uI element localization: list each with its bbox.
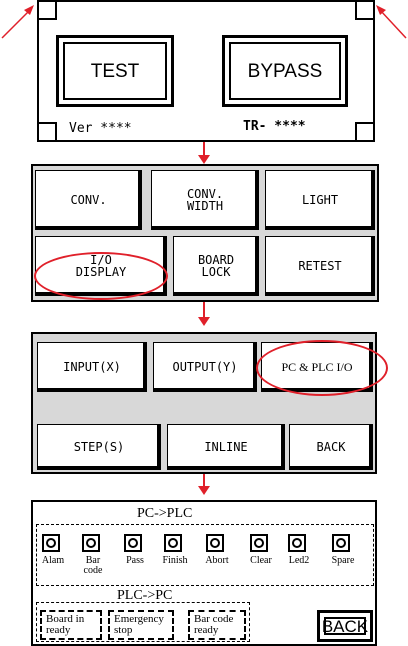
- flow-arrow-1-line: [203, 142, 205, 156]
- conv-width-button-label: CONV. WIDTH: [187, 188, 223, 212]
- io-display-button[interactable]: I/O DISPLAY: [35, 236, 167, 296]
- status-lamp: [42, 534, 60, 552]
- corner-marker-bottom-left[interactable]: [37, 122, 57, 142]
- status-lamp: [164, 534, 182, 552]
- flow-arrow-3-head: [198, 486, 210, 495]
- status-lamp-label: Spare: [323, 556, 363, 566]
- light-button-label: LIGHT: [302, 194, 338, 206]
- step-s-button[interactable]: STEP(S): [37, 424, 161, 470]
- conv-button[interactable]: CONV.: [35, 170, 142, 230]
- flow-arrow-2-line: [203, 302, 205, 318]
- menu-screen-panel: CONV. CONV. WIDTH LIGHT I/O DISPLAY BOAR…: [31, 164, 379, 302]
- inline-button-label: INLINE: [204, 441, 247, 453]
- corner-annotation-arrows: [0, 0, 408, 80]
- status-lamp-label: Bar code: [73, 556, 113, 576]
- back-button[interactable]: BACK: [289, 424, 373, 470]
- status-lamp-label: Finish: [155, 556, 195, 566]
- light-button[interactable]: LIGHT: [265, 170, 375, 230]
- back-button-label: BACK: [317, 441, 346, 453]
- status-lamp-label: Pass: [115, 556, 155, 566]
- step-s-button-label: STEP(S): [74, 441, 125, 453]
- status-lamp: [250, 534, 268, 552]
- pc-plc-title: PC->PLC: [137, 506, 192, 522]
- inline-button[interactable]: INLINE: [167, 424, 285, 470]
- output-y-button-label: OUTPUT(Y): [172, 361, 237, 373]
- flow-arrow-1-head: [198, 155, 210, 164]
- io-screen-panel: INPUT(X) OUTPUT(Y) PC & PLC I/O STEP(S) …: [31, 332, 377, 474]
- version-text: Ver ****: [69, 121, 132, 136]
- flow-arrow-2-head: [198, 317, 210, 326]
- status-lamp-label: Abort: [197, 556, 237, 566]
- pc-plc-io-button[interactable]: PC & PLC I/O: [261, 342, 373, 392]
- input-x-button-label: INPUT(X): [63, 361, 121, 373]
- board-lock-button[interactable]: BOARD LOCK: [173, 236, 259, 296]
- status-lamp-label: Alam: [33, 556, 73, 566]
- input-x-button[interactable]: INPUT(X): [37, 342, 147, 392]
- status-lamp-label: Clear: [241, 556, 281, 566]
- status-lamp: [206, 534, 224, 552]
- status-lamp: [124, 534, 142, 552]
- retest-button[interactable]: RETEST: [265, 236, 375, 296]
- tr-text: TR- ****: [243, 119, 306, 134]
- status-lamp: [82, 534, 100, 552]
- pc-plc-io-screen-panel: PC->PLC PLC->PC Board in ready Emergency…: [31, 500, 377, 646]
- pc-plc-io-button-label: PC & PLC I/O: [281, 361, 352, 373]
- conv-width-button[interactable]: CONV. WIDTH: [151, 170, 259, 230]
- status-lamp: [332, 534, 350, 552]
- back-button-io-label: BACK: [322, 618, 368, 635]
- bar-code-ready-signal[interactable]: Bar code ready: [188, 610, 246, 640]
- board-lock-button-label: BOARD LOCK: [198, 254, 234, 278]
- conv-button-label: CONV.: [70, 194, 106, 206]
- back-button-io[interactable]: BACK: [317, 610, 373, 642]
- emergency-stop-signal[interactable]: Emergency stop: [108, 610, 174, 640]
- retest-button-label: RETEST: [298, 260, 341, 272]
- status-lamp-label: Led2: [279, 556, 319, 566]
- board-in-ready-signal[interactable]: Board in ready: [40, 610, 102, 640]
- status-lamp: [288, 534, 306, 552]
- output-y-button[interactable]: OUTPUT(Y): [153, 342, 257, 392]
- io-display-button-label: I/O DISPLAY: [76, 254, 127, 278]
- corner-marker-bottom-right[interactable]: [355, 122, 375, 142]
